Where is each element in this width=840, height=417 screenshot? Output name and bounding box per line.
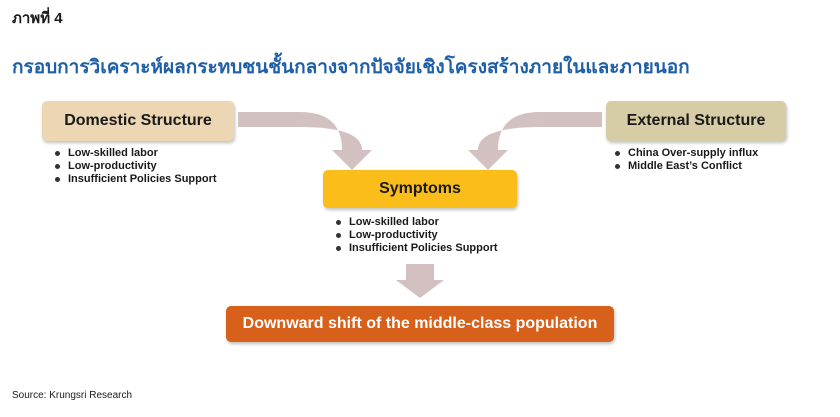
- external-factor-item: Middle East’s Conflict: [612, 160, 758, 173]
- figure-label: ภาพที่ 4: [12, 10, 63, 27]
- external-factor-item: China Over-supply influx: [612, 147, 758, 160]
- arrow-domestic-to-symptoms: [238, 112, 372, 170]
- external-structure-label: External Structure: [626, 112, 766, 129]
- symptom-item: Low-skilled labor: [333, 216, 498, 229]
- symptoms-list: Low-skilled labor Low-productivity Insuf…: [333, 216, 498, 255]
- domestic-factor-item: Low-skilled labor: [52, 147, 217, 160]
- symptom-item: Low-productivity: [333, 229, 498, 242]
- domestic-structure-box: Domestic Structure: [42, 101, 234, 141]
- source-note: Source: Krungsri Research: [12, 390, 133, 401]
- arrow-symptoms-to-outcome: [396, 264, 444, 298]
- symptoms-label: Symptoms: [379, 180, 461, 197]
- arrow-external-to-symptoms: [468, 112, 602, 170]
- domestic-factor-item: Low-productivity: [52, 160, 217, 173]
- domestic-structure-label: Domestic Structure: [64, 112, 212, 129]
- figure-title: กรอบการวิเคราะห์ผลกระทบชนชั้นกลางจากปัจจ…: [12, 57, 690, 78]
- domestic-factors-list: Low-skilled labor Low-productivity Insuf…: [52, 147, 217, 186]
- external-structure-box: External Structure: [606, 101, 786, 141]
- outcome-box: Downward shift of the middle-class popul…: [226, 306, 614, 342]
- domestic-factor-item: Insufficient Policies Support: [52, 173, 217, 186]
- outcome-label: Downward shift of the middle-class popul…: [242, 315, 598, 332]
- external-factors-list: China Over-supply influx Middle East’s C…: [612, 147, 758, 173]
- symptom-item: Insufficient Policies Support: [333, 242, 498, 255]
- symptoms-box: Symptoms: [323, 170, 517, 208]
